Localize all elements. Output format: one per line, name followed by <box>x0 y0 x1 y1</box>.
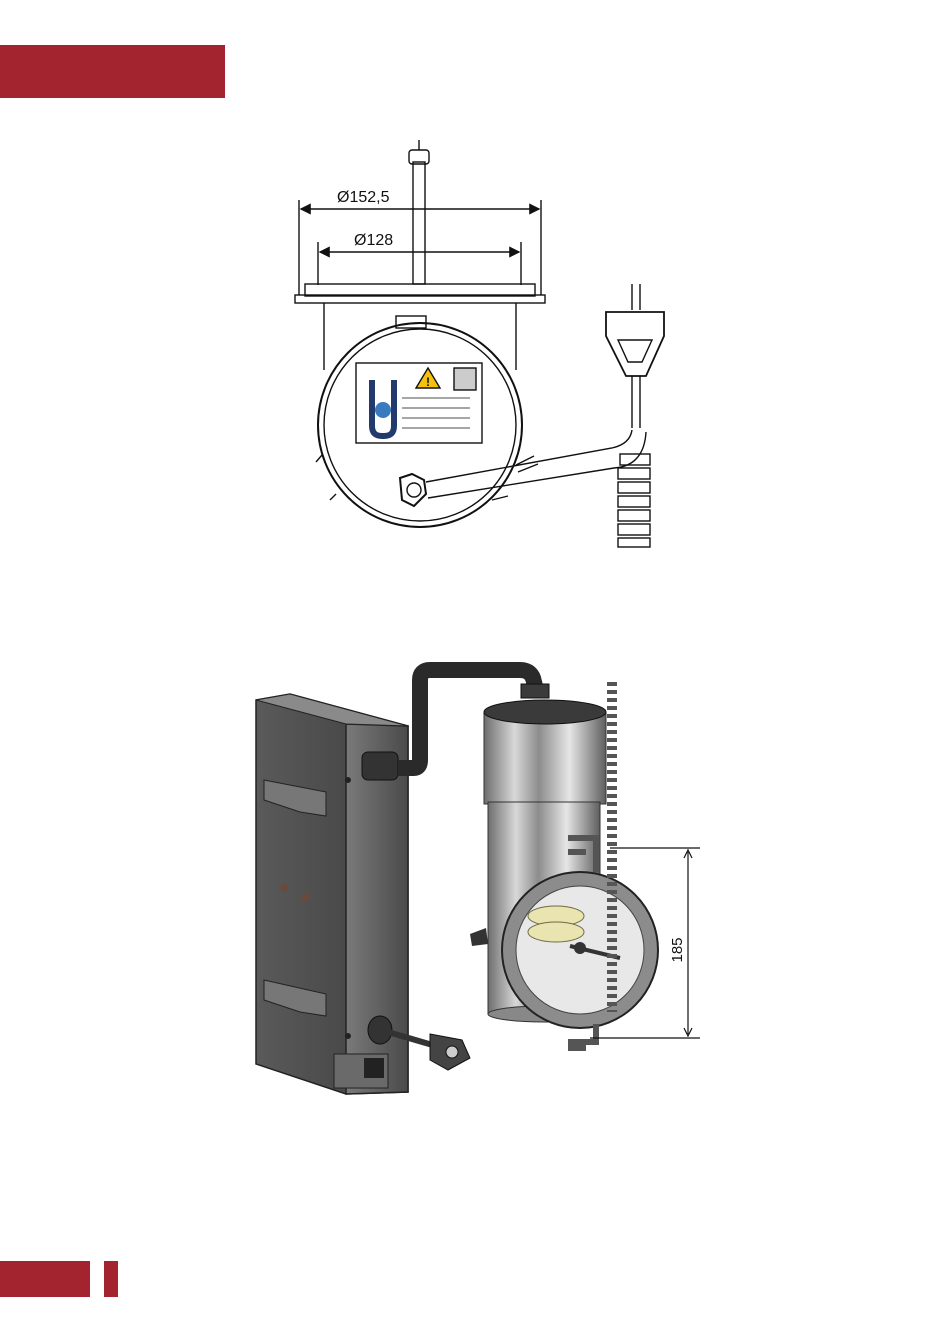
control-box <box>256 694 408 1094</box>
dimension-height-185: 185 <box>669 937 686 962</box>
